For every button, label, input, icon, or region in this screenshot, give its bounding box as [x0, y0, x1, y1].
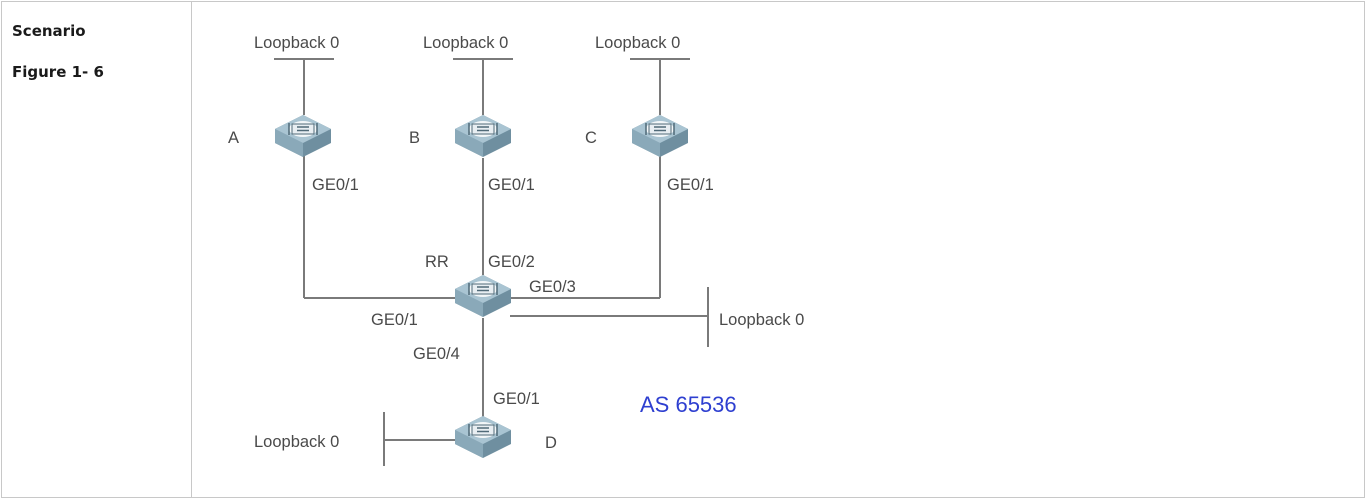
links [274, 58, 709, 466]
b-loopback-label: Loopback 0 [423, 34, 508, 52]
column-divider [191, 1, 192, 498]
router-rr-icon [454, 274, 512, 318]
as-label: AS 65536 [640, 392, 737, 417]
figure-label: Figure 1- 6 [12, 63, 104, 81]
router-b-icon [454, 114, 512, 158]
rr-loopback-label: Loopback 0 [719, 311, 804, 329]
b-port-label: GE0/1 [488, 176, 535, 194]
scenario-label: Scenario [12, 22, 86, 40]
router-b-name: B [409, 129, 420, 147]
a-loopback-label: Loopback 0 [254, 34, 339, 52]
a-port-label: GE0/1 [312, 176, 359, 194]
router-d-name: D [545, 434, 557, 452]
router-a-name: A [228, 129, 239, 147]
router-c-name: C [585, 129, 597, 147]
d-loopback-label: Loopback 0 [254, 433, 339, 451]
router-c-icon [631, 114, 689, 158]
d-port-label: GE0/1 [493, 390, 540, 408]
rr-port-ge02: GE0/2 [488, 253, 535, 271]
c-port-label: GE0/1 [667, 176, 714, 194]
router-d-icon [454, 415, 512, 459]
router-rr-name: RR [425, 253, 449, 271]
rr-port-ge01: GE0/1 [371, 311, 418, 329]
rr-port-ge04: GE0/4 [413, 345, 460, 363]
router-a-icon [274, 114, 332, 158]
c-loopback-label: Loopback 0 [595, 34, 680, 52]
rr-port-ge03: GE0/3 [529, 278, 576, 296]
